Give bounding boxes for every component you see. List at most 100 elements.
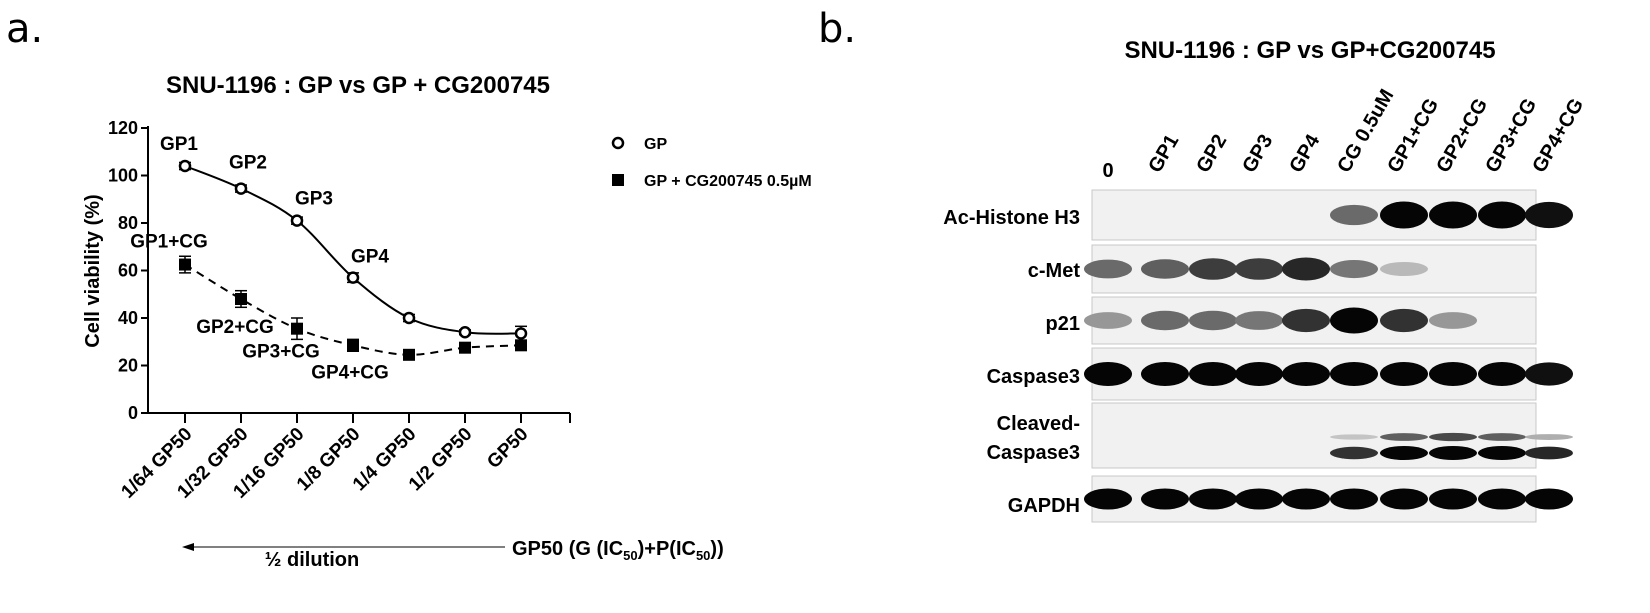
data-point-gp: [514, 327, 528, 340]
y-axis-label: Cell viability (%): [82, 194, 104, 347]
data-point-gp: [290, 214, 304, 227]
blot-band: [1141, 310, 1189, 331]
blot-row: Ac-Histone H3: [943, 189, 1573, 241]
blot-row: GAPDH: [1008, 475, 1573, 523]
blot-band: [1525, 434, 1573, 440]
blot-band: [1330, 434, 1378, 440]
blot-band: [1141, 362, 1189, 386]
blot-band: [1235, 311, 1283, 330]
blot-row-label: Caspase3: [987, 442, 1080, 464]
blot-band: [1189, 258, 1237, 280]
blot-band: [1235, 258, 1283, 280]
legend-label: GP + CG200745 0.5µM: [644, 173, 812, 190]
data-point-gp-cg: [459, 341, 471, 354]
blot-band: [1478, 433, 1526, 441]
blot-band: [1330, 488, 1378, 510]
y-tick-label: 0: [128, 403, 138, 423]
legend-marker-gp-cg: [612, 174, 624, 186]
blot-band: [1141, 488, 1189, 510]
y-tick-label: 80: [118, 213, 138, 233]
panel-a-cell-viability-chart: a. SNU-1196 : GP vs GP + CG200745 Cell v…: [6, 6, 812, 571]
data-point-gp: [178, 159, 192, 173]
blot-band: [1478, 362, 1526, 386]
blot-band: [1189, 362, 1237, 386]
lane-label: GP4: [1285, 130, 1325, 176]
dilution-arrowhead-icon: [182, 543, 194, 551]
blot-band: [1429, 201, 1477, 229]
blot-band: [1380, 433, 1428, 441]
blot-band: [1525, 362, 1573, 386]
blot-band: [1282, 362, 1330, 386]
blot-band: [1429, 446, 1477, 460]
blot-band: [1084, 362, 1132, 386]
point-annotation: GP4: [351, 247, 389, 268]
point-annotation: GP3: [295, 189, 333, 210]
blot-band: [1189, 310, 1237, 331]
blot-band: [1141, 259, 1189, 279]
blot-band: [1330, 307, 1378, 334]
point-annotation: GP4+CG: [311, 362, 389, 383]
blot-band: [1380, 488, 1428, 510]
blot-row: Caspase3: [987, 347, 1573, 401]
blot-band: [1380, 362, 1428, 386]
data-point-gp-cg: [235, 293, 247, 305]
panel-a-letter: a.: [6, 6, 43, 52]
data-point-gp: [346, 271, 360, 284]
blot-row-label: p21: [1046, 313, 1080, 335]
blot-band: [1235, 362, 1283, 386]
data-point-gp-cg: [291, 322, 303, 335]
data-point-gp: [458, 326, 472, 339]
data-point-gp-cg: [515, 339, 527, 352]
blot-band: [1525, 488, 1573, 510]
blot-band: [1330, 446, 1378, 460]
blot-row-label: Caspase3: [987, 366, 1080, 388]
blot-row: c-Met: [1028, 244, 1537, 294]
data-point-gp-cg: [179, 258, 191, 271]
blot-band: [1429, 312, 1477, 329]
blot-strips: Ac-Histone H3c-Metp21Caspase3Cleaved-Cas…: [943, 189, 1573, 523]
blot-band: [1429, 362, 1477, 386]
y-tick-label: 60: [118, 261, 138, 281]
data-point-gp: [234, 182, 248, 195]
y-tick-label: 40: [118, 308, 138, 328]
data-point-gp-cg: [347, 339, 359, 352]
blot-band: [1084, 488, 1132, 510]
blot-row-label: Cleaved-: [997, 413, 1080, 435]
blot-band: [1282, 308, 1330, 333]
legend-marker-gp: [611, 136, 625, 150]
lane-label: GP1: [1144, 131, 1183, 177]
blot-band: [1189, 488, 1237, 510]
blot-band: [1084, 312, 1132, 329]
blot-band: [1478, 446, 1526, 460]
blot-band: [1282, 488, 1330, 510]
blot-band: [1525, 446, 1573, 460]
blot-row-label: Ac-Histone H3: [943, 207, 1080, 229]
blot-band: [1429, 432, 1477, 442]
blot-band: [1330, 362, 1378, 386]
blot-row: p21: [1046, 296, 1537, 345]
blot-band: [1084, 259, 1132, 279]
data-point-gp: [402, 311, 416, 325]
point-annotation: GP2+CG: [196, 317, 274, 338]
panel-b-letter: b.: [818, 6, 856, 52]
gp50-definition: GP50 (G (IC50)+P(IC50)): [512, 538, 724, 563]
blot-band: [1380, 308, 1428, 333]
blot-band: [1478, 201, 1526, 229]
blot-title: SNU-1196 : GP vs GP+CG200745: [1124, 37, 1495, 64]
blot-band: [1525, 201, 1573, 229]
blot-row: Cleaved- Caspase3: [987, 402, 1573, 469]
x-tick-label: GP50: [483, 424, 532, 473]
lane-label: 0: [1102, 160, 1113, 182]
blot-band: [1380, 201, 1428, 229]
dilution-label: ½ dilution: [265, 549, 359, 571]
blot-row-label: c-Met: [1028, 260, 1081, 282]
lane-label: GP3: [1238, 131, 1277, 177]
y-tick-label: 120: [108, 118, 138, 138]
y-tick-label: 20: [118, 356, 138, 376]
blot-band: [1282, 257, 1330, 281]
y-tick-label: 100: [108, 166, 138, 186]
